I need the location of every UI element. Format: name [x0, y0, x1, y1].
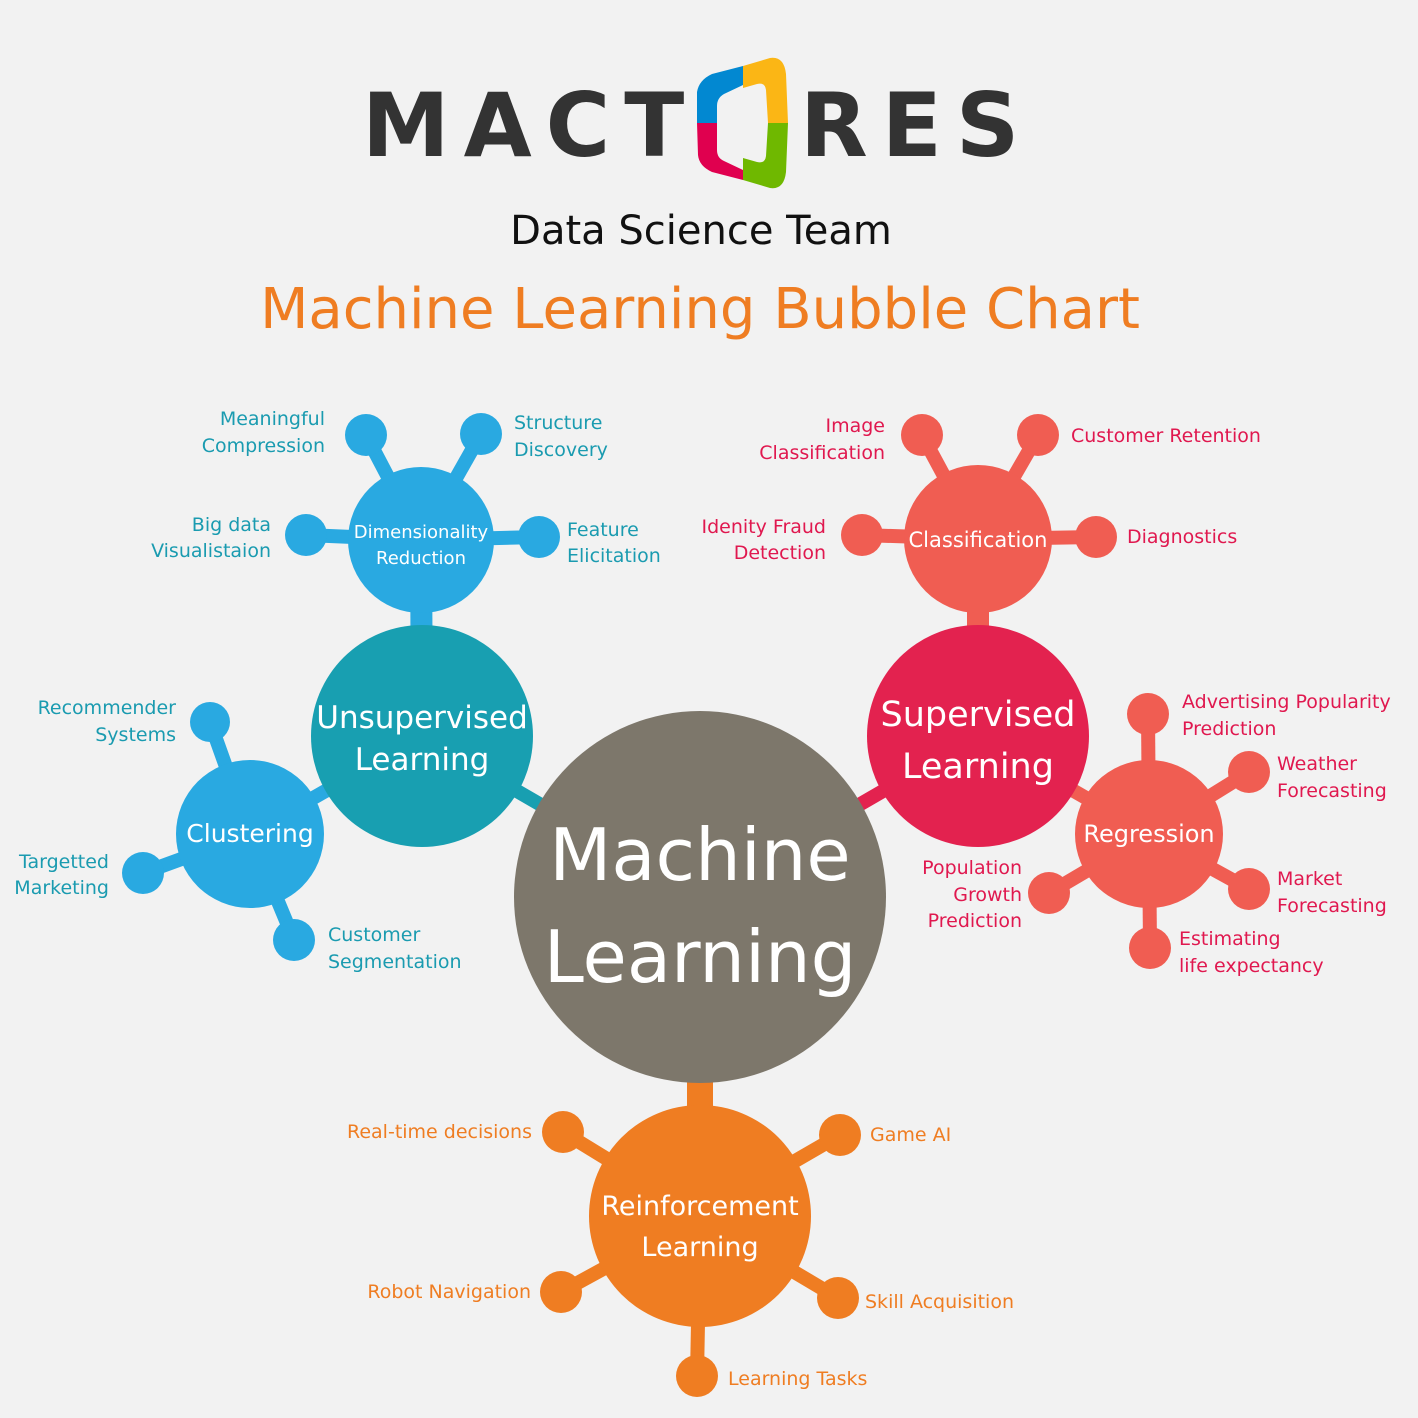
leaf-label: Forecasting	[1277, 780, 1387, 802]
leaf-label: Discovery	[514, 439, 608, 461]
leaf-label: Customer	[328, 924, 420, 946]
leaf-label: Learning Tasks	[728, 1368, 867, 1390]
leaf-label: Growth	[953, 884, 1022, 906]
center-line1: Machine	[549, 813, 850, 897]
leaf-label: Recommender	[38, 697, 177, 719]
dimensionality-line1: Dimensionality	[354, 522, 489, 543]
leaf-label: Structure	[514, 412, 602, 434]
subtitle: Data Science Team	[510, 208, 892, 254]
leaf-label: Compression	[202, 435, 325, 457]
leaf-label: Diagnostics	[1127, 526, 1237, 548]
leaf-label: Meaningful	[220, 408, 325, 430]
page-title: Machine Learning Bubble Chart	[260, 277, 1140, 342]
leaf-label: Weather	[1277, 753, 1357, 775]
bubble-unsupervised	[311, 625, 533, 847]
leaf-label: life expectancy	[1179, 955, 1324, 977]
bubble-clustering	[176, 760, 324, 908]
reinforcement-line1: Reinforcement	[601, 1191, 798, 1222]
reinforcement-line2: Learning	[641, 1232, 758, 1263]
leaf-label: Targetted	[18, 851, 109, 873]
leaf-label: Big data	[192, 514, 271, 536]
leaf-label: Prediction	[928, 910, 1022, 932]
bubble-supervised	[867, 625, 1089, 847]
leaf-label: Idenity Fraud	[701, 516, 826, 538]
regression-label: Regression	[1083, 820, 1214, 848]
supervised-line1: Supervised	[881, 695, 1076, 735]
leaf-label: Visualistaion	[151, 540, 271, 562]
bubble-machine-learning	[514, 711, 886, 1083]
leaf-label: Game AI	[870, 1124, 951, 1146]
leaf-label: Systems	[95, 724, 176, 746]
leaf-label: Market	[1277, 868, 1342, 890]
leaf-label: Skill Acquisition	[865, 1291, 1014, 1313]
leaf-dots-supervised	[841, 414, 1270, 969]
svg-text:MACT: MACT	[362, 74, 698, 177]
leaf-label: Forecasting	[1277, 895, 1387, 917]
leaf-label: Customer Retention	[1071, 425, 1261, 447]
bubble-reinforcement	[589, 1105, 811, 1327]
leaf-dots-reinforcement	[540, 1111, 861, 1397]
center-line2: Learning	[544, 915, 857, 999]
unsupervised-line1: Unsupervised	[316, 700, 528, 736]
leaf-label: Real-time decisions	[347, 1121, 532, 1143]
bubble-dimensionality	[348, 467, 494, 613]
leaf-label: Segmentation	[328, 951, 462, 973]
leaf-label: Elicitation	[567, 545, 661, 567]
mactores-logo: MACT RES	[362, 57, 1033, 189]
unsupervised-line2: Learning	[355, 742, 490, 778]
bubble-classification	[904, 465, 1052, 613]
leaf-label: Estimating	[1179, 928, 1281, 950]
leaf-label: Detection	[734, 542, 826, 564]
leaf-label: Prediction	[1182, 718, 1276, 740]
dimensionality-line2: Reduction	[376, 548, 466, 569]
supervised-line2: Learning	[902, 747, 1054, 787]
leaf-label: Feature	[567, 519, 639, 541]
classification-label: Classification	[909, 528, 1048, 552]
clustering-label: Clustering	[186, 819, 313, 848]
leaf-dots-unsupervised	[122, 413, 560, 961]
leaf-label: Classification	[759, 442, 885, 464]
svg-text:RES: RES	[800, 74, 1033, 177]
leaf-label: Robot Navigation	[367, 1281, 531, 1303]
leaf-label: Advertising Popularity	[1182, 691, 1391, 713]
leaf-label: Marketing	[14, 877, 109, 899]
bubble-regression	[1075, 760, 1223, 908]
leaf-label: Population	[922, 857, 1022, 879]
leaf-label: Image	[825, 415, 885, 437]
